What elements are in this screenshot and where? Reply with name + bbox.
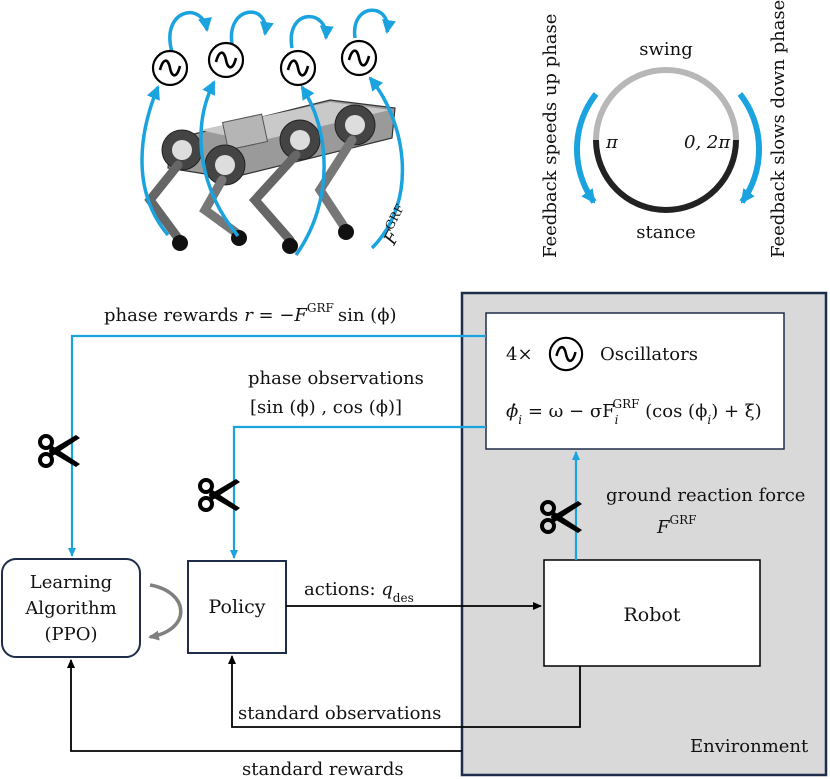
standard-rewards-label: standard rewards	[242, 759, 404, 779]
ground-reaction-force-label: ground reaction force	[606, 485, 805, 506]
grf-symbol-label: FGRF	[656, 513, 696, 538]
policy-box	[187, 560, 287, 654]
phase-observations-vector: [sin (ϕ) , cos (ϕ)]	[250, 397, 402, 418]
oscillators-box	[485, 312, 785, 450]
oscillator-icon	[340, 39, 378, 77]
policy-label: Policy	[209, 596, 266, 618]
scissors-icon	[38, 433, 82, 469]
actions-label: actions: qdes	[304, 579, 414, 605]
oscillator-self-loop	[289, 14, 334, 49]
oscillator-self-loop	[168, 11, 212, 53]
stance-label: stance	[636, 222, 696, 243]
environment-label: Environment	[690, 736, 809, 757]
leg-feedback-arrow	[140, 85, 170, 237]
oscillator-icon	[548, 336, 584, 372]
robot-photo	[144, 99, 396, 254]
swing-arc	[593, 67, 739, 141]
oscillator-self-loop	[352, 8, 396, 39]
learning-algorithm-box	[1, 558, 141, 658]
oscillator-icon	[207, 41, 245, 79]
leg-feedback-arrow	[199, 80, 240, 238]
phase-observations-label: phase observations	[248, 368, 424, 389]
standard-observations-arrow	[228, 655, 581, 728]
oscillators-title: Oscillators	[600, 344, 698, 365]
standard-rewards-arrow	[67, 659, 462, 752]
learning-algorithm-line2: Algorithm	[24, 598, 116, 619]
slow-down-label: Feedback slows down phase	[768, 0, 789, 258]
leg-feedback-arrow	[368, 76, 405, 250]
oscillator-icon	[151, 49, 189, 87]
swing-label: swing	[639, 39, 693, 60]
speed-up-label: Feedback speeds up phase	[540, 14, 561, 258]
slow-down-arrow	[737, 92, 762, 204]
training-loop-arrow	[148, 583, 183, 641]
oscillator-icon	[279, 49, 317, 87]
learning-algorithm-line3: (PPO)	[44, 624, 97, 645]
phase-observations-arrow	[230, 425, 486, 559]
robot-force-label: FGRF	[376, 202, 417, 249]
robot-label: Robot	[624, 604, 681, 626]
oscillator-self-loop	[229, 10, 274, 45]
learning-algorithm-line1: Learning	[30, 572, 112, 593]
pi-label: π	[605, 132, 619, 153]
oscillator-count: 4×	[506, 344, 533, 365]
robot-box	[543, 559, 761, 667]
stance-arc	[593, 139, 739, 213]
standard-observations-label: standard observations	[238, 703, 441, 724]
leg-feedback-arrow	[294, 85, 326, 257]
oscillator-equation: ϕ̇i = ω − σFiGRF (cos (ϕi) + ξ)	[506, 397, 762, 427]
speed-up-arrow	[574, 92, 599, 204]
zero-two-pi-label: 0, 2π	[684, 132, 731, 153]
phase-rewards-arrow	[68, 334, 486, 557]
